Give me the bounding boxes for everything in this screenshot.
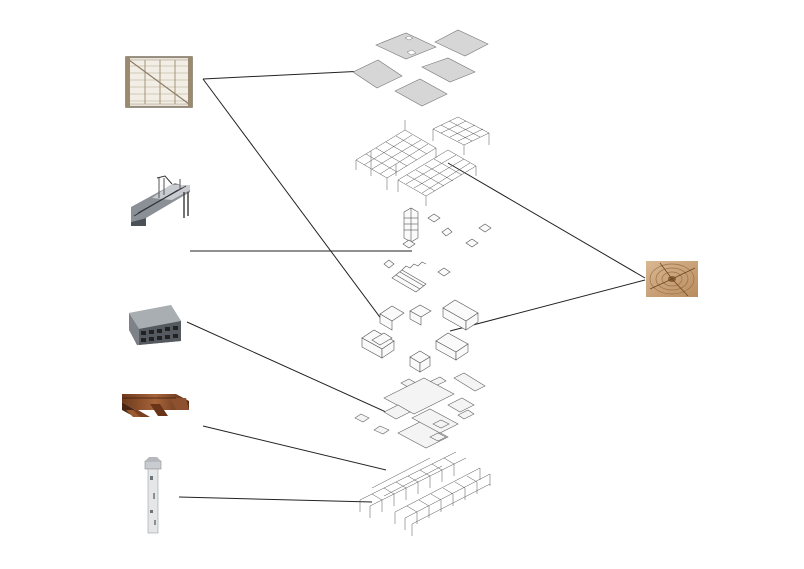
hollow-core-slab-photo xyxy=(129,305,181,345)
stairs-and-cores xyxy=(383,207,492,293)
leader-column-to-frame xyxy=(178,496,373,503)
concrete-column-photo xyxy=(144,457,162,534)
room-modules xyxy=(361,299,479,373)
floor-slabs xyxy=(354,372,486,449)
leader-beam-to-frame xyxy=(202,425,387,471)
steel-staircase-photo xyxy=(131,175,190,226)
roof-frame xyxy=(355,116,490,206)
leader-timber-to-roof-frame xyxy=(447,162,646,279)
roof-panels xyxy=(352,29,489,107)
leader-slab-to-floor xyxy=(186,321,387,413)
timber-cross-section-photo xyxy=(646,261,698,297)
leader-lines xyxy=(178,70,646,503)
leader-wall-panel-to-roof xyxy=(202,70,366,80)
framed-wall-panel-photo xyxy=(125,56,193,108)
steel-i-beam-photo xyxy=(122,394,189,417)
leader-wall-panel-to-modules xyxy=(202,78,383,321)
leader-timber-to-modules xyxy=(449,279,646,332)
beams-and-columns xyxy=(359,451,491,536)
